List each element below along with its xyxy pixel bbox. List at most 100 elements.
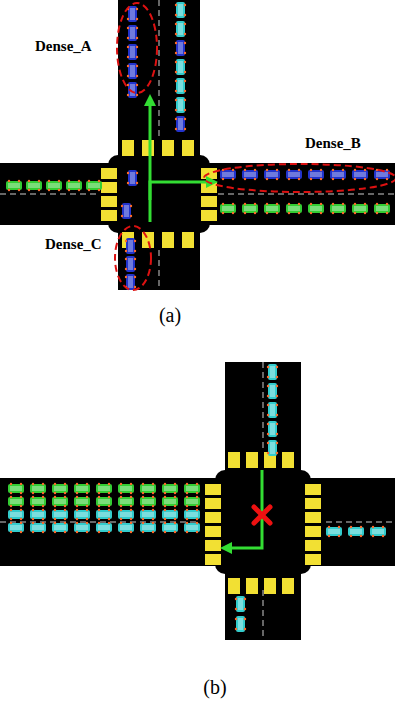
- panel-label: (b): [203, 676, 226, 699]
- vehicle-body: [74, 497, 90, 506]
- vehicle-body: [264, 170, 280, 179]
- vehicle-window: [10, 512, 22, 517]
- vehicle-window: [350, 529, 362, 534]
- vehicle-light: [184, 109, 186, 111]
- vehicle-body: [140, 484, 156, 493]
- vehicle-window: [372, 529, 384, 534]
- crosswalk-stripe: [305, 484, 321, 495]
- vehicle-window: [222, 206, 234, 211]
- vehicle-light: [175, 99, 177, 101]
- region-label: Dense_A: [35, 38, 92, 55]
- vehicle-window: [8, 183, 20, 188]
- crosswalk-stripe: [101, 168, 117, 179]
- vehicle-light: [125, 268, 127, 270]
- vehicle-light: [372, 535, 374, 537]
- vehicle-light: [342, 178, 344, 180]
- vehicle-body: [86, 181, 102, 190]
- crosswalk-stripe: [101, 196, 117, 207]
- vehicle-window: [54, 512, 66, 517]
- vehicle-light: [64, 492, 66, 494]
- vehicle-light: [127, 46, 129, 48]
- vehicle-light: [298, 212, 300, 214]
- vehicle: [140, 496, 156, 507]
- vehicle-body: [140, 497, 156, 506]
- dense-region: [204, 164, 395, 192]
- vehicle-light: [130, 518, 132, 520]
- vehicle-light: [134, 276, 136, 278]
- vehicle-light: [32, 483, 34, 485]
- vehicle: [74, 483, 90, 494]
- crosswalk-stripe: [205, 512, 221, 523]
- vehicle-window: [120, 499, 132, 504]
- vehicle-window: [244, 206, 256, 211]
- vehicle-window: [32, 512, 44, 517]
- vehicle-body: [96, 484, 112, 493]
- vehicle-light: [164, 518, 166, 520]
- vehicle-light: [332, 203, 334, 205]
- vehicle-light: [28, 189, 30, 191]
- vehicle-body: [74, 523, 90, 532]
- vehicle-light: [276, 414, 278, 416]
- vehicle: [8, 483, 24, 494]
- vehicle-body: [352, 170, 368, 179]
- vehicle-light: [20, 496, 22, 498]
- vehicle-light: [184, 90, 186, 92]
- vehicle: [140, 509, 156, 520]
- vehicle-light: [342, 212, 344, 214]
- vehicle-light: [120, 492, 122, 494]
- vehicle-light: [298, 203, 300, 205]
- vehicle: [326, 526, 342, 537]
- vehicle-light: [174, 522, 176, 524]
- vehicle-light: [276, 395, 278, 397]
- vehicle-light: [108, 483, 110, 485]
- vehicle: [140, 522, 156, 533]
- crosswalk-stripe: [182, 232, 194, 248]
- vehicle-window: [88, 183, 100, 188]
- vehicle-light: [276, 366, 278, 368]
- vehicle-light: [130, 215, 132, 217]
- vehicle: [8, 522, 24, 533]
- vehicle-light: [276, 442, 278, 444]
- vehicle: [127, 170, 138, 186]
- vehicle-light: [174, 492, 176, 494]
- vehicle-light: [354, 178, 356, 180]
- vehicle-light: [175, 4, 177, 6]
- vehicle-light: [18, 189, 20, 191]
- vehicle-window: [76, 499, 88, 504]
- vehicle-light: [186, 522, 188, 524]
- vehicle-window: [310, 172, 322, 177]
- vehicle-body: [74, 484, 90, 493]
- vehicle-window: [332, 206, 344, 211]
- vehicle: [267, 383, 278, 399]
- vehicle-window: [178, 61, 183, 73]
- vehicle-light: [320, 212, 322, 214]
- vehicle-light: [127, 182, 129, 184]
- vehicle-light: [184, 71, 186, 73]
- vehicle-light: [164, 496, 166, 498]
- vehicle: [330, 169, 346, 180]
- vehicle-window: [48, 183, 60, 188]
- vehicle-window: [128, 258, 133, 270]
- vehicle-light: [98, 531, 100, 533]
- vehicle-light: [78, 189, 80, 191]
- vehicle-light: [8, 180, 10, 182]
- vehicle-light: [196, 531, 198, 533]
- vehicle: [330, 203, 346, 214]
- vehicle-window: [76, 525, 88, 530]
- vehicle-light: [88, 180, 90, 182]
- vehicle: [352, 203, 368, 214]
- crosswalk-stripe: [305, 540, 321, 551]
- vehicle-window: [178, 23, 183, 35]
- vehicle-body: [128, 63, 137, 79]
- vehicle-light: [175, 71, 177, 73]
- vehicle-light: [276, 433, 278, 435]
- road: [118, 0, 200, 290]
- vehicle-window: [130, 27, 135, 39]
- vehicle-body: [348, 527, 364, 536]
- vehicle: [235, 616, 246, 632]
- vehicle-window: [54, 486, 66, 491]
- vehicle-light: [98, 509, 100, 511]
- vehicle-window: [266, 172, 278, 177]
- vehicle-light: [328, 526, 330, 528]
- vehicle-light: [174, 496, 176, 498]
